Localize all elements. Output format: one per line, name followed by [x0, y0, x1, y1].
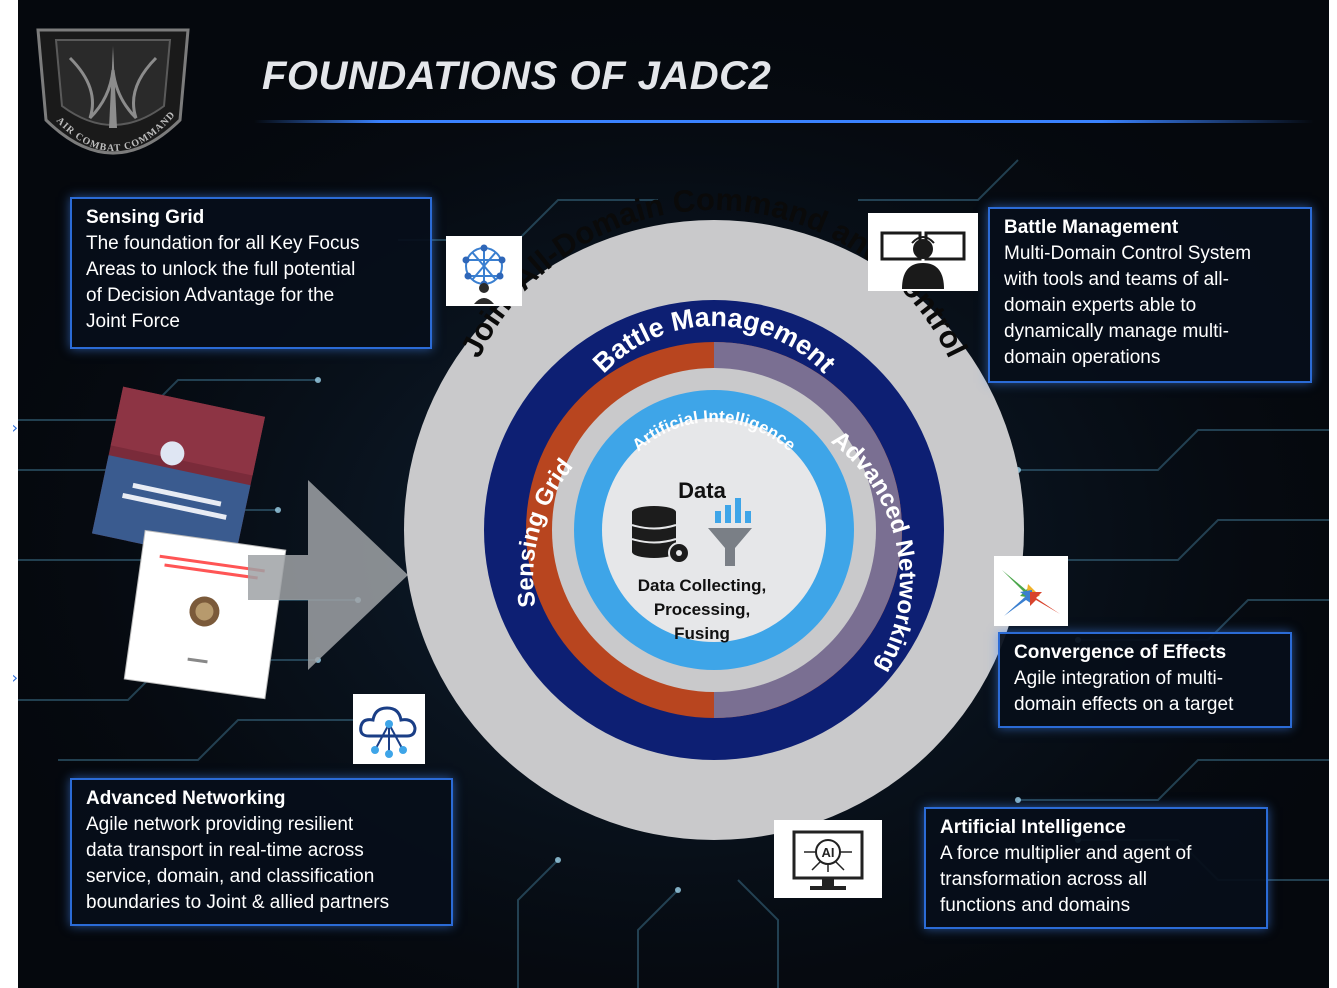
- page-title: FOUNDATIONS OF JADC2: [262, 54, 772, 98]
- sensing-grid-desc-4: Joint Force: [86, 311, 180, 332]
- convergence-desc-2: domain effects on a target: [1014, 694, 1234, 715]
- artificial-intelligence-desc-2: transformation across all: [940, 869, 1147, 890]
- battle-management-desc-2: with tools and teams of all-: [1004, 269, 1229, 290]
- sensing-grid-title: Sensing Grid: [86, 207, 205, 228]
- battle-management-desc-5: domain operations: [1004, 347, 1161, 368]
- advanced-networking-desc-4: boundaries to Joint & allied partners: [86, 892, 390, 913]
- data-funnel-icon: [708, 498, 752, 566]
- operator-monitors-icon: [868, 213, 978, 291]
- strategy-documents-image: [91, 386, 408, 700]
- database-gear-icon: [631, 506, 690, 564]
- advanced-networking-desc-1: Agile network providing resilient: [86, 814, 354, 835]
- svg-text:AI: AI: [822, 845, 835, 860]
- converging-arrows-icon: [994, 556, 1068, 626]
- slide: Joint All-Domain Command and Control Bat…: [18, 0, 1329, 988]
- convergence-title: Convergence of Effects: [1014, 642, 1227, 663]
- convergence-of-effects-box: Convergence of Effects Agile integration…: [998, 632, 1292, 728]
- sensing-grid-desc-3: of Decision Advantage for the: [86, 285, 335, 306]
- air-combat-command-emblem: AIR COMBAT COMMAND: [36, 28, 190, 155]
- jadc2-concentric-diagram: Joint All-Domain Command and Control Bat…: [404, 182, 1024, 840]
- network-person-icon: [446, 236, 522, 306]
- battle-management-desc-1: Multi-Domain Control System: [1004, 243, 1252, 264]
- title-underline: [254, 120, 1314, 123]
- artificial-intelligence-desc-3: functions and domains: [940, 895, 1131, 916]
- advanced-networking-box: Advanced Networking Agile network provid…: [70, 778, 453, 926]
- artificial-intelligence-box: Artificial Intelligence A force multipli…: [924, 807, 1268, 929]
- artificial-intelligence-desc-1: A force multiplier and agent of: [940, 843, 1192, 864]
- left-edge-chevron-icon: ›: [11, 418, 18, 437]
- battle-management-box: Battle Management Multi-Domain Control S…: [988, 207, 1312, 383]
- battle-management-desc-4: dynamically manage multi-: [1004, 321, 1229, 342]
- advanced-networking-desc-3: service, domain, and classification: [86, 866, 375, 887]
- sensing-grid-desc-1: The foundation for all Key Focus: [86, 233, 360, 254]
- convergence-desc-1: Agile integration of multi-: [1014, 668, 1224, 689]
- advanced-networking-desc-2: data transport in real-time across: [86, 840, 364, 861]
- advanced-networking-title: Advanced Networking: [86, 788, 286, 809]
- ai-monitor-icon: AI: [774, 820, 882, 898]
- data-core-line-1: Data Collecting,: [638, 576, 766, 595]
- data-core-title: Data: [678, 478, 726, 503]
- artificial-intelligence-title: Artificial Intelligence: [940, 817, 1126, 838]
- cloud-network-icon: [353, 694, 425, 764]
- battle-management-desc-3: domain experts able to: [1004, 295, 1197, 316]
- battle-management-title: Battle Management: [1004, 217, 1179, 238]
- sensing-grid-desc-2: Areas to unlock the full potential: [86, 259, 356, 280]
- data-core-line-3: Fusing: [674, 624, 730, 643]
- left-edge-chevron-icon: ›: [11, 668, 18, 687]
- sensing-grid-box: Sensing Grid The foundation for all Key …: [70, 197, 432, 349]
- data-core-line-2: Processing,: [654, 600, 750, 619]
